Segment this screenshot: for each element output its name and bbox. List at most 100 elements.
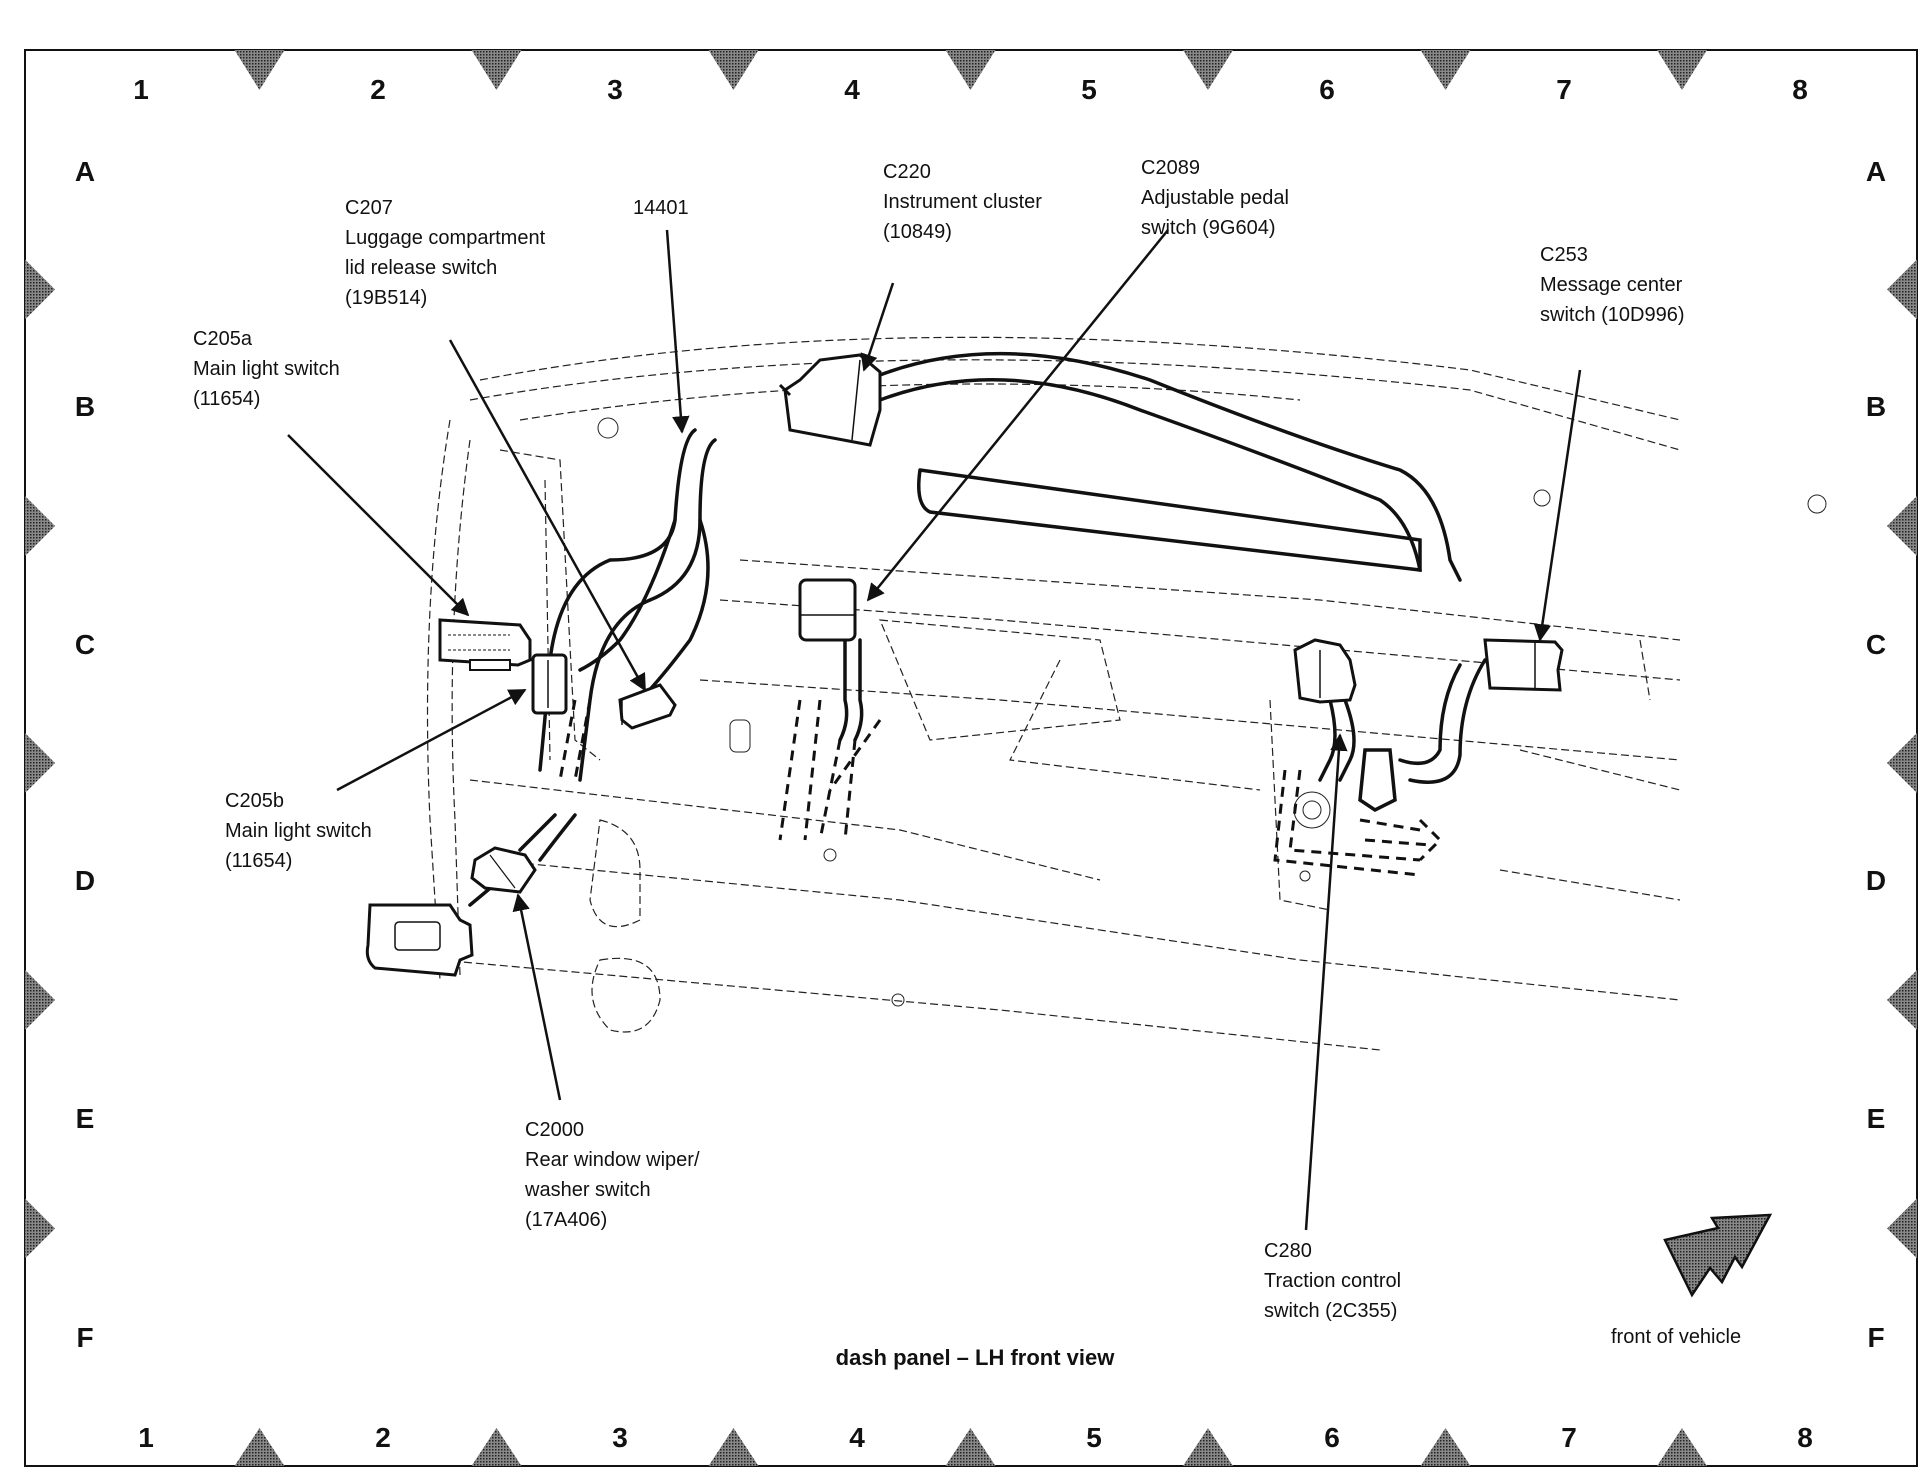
row-label-left-C: C xyxy=(74,629,96,660)
row-label-left-A: A xyxy=(74,156,96,187)
connector-id: C280 xyxy=(1264,1240,1312,1262)
leader-c207 xyxy=(448,339,647,692)
callout-c205b: C205b Main light switch (11654) xyxy=(225,786,372,876)
row-label-right-B: B xyxy=(1865,391,1887,422)
grid-marker-bottom xyxy=(471,1428,522,1466)
connector-id: C2089 xyxy=(1141,157,1200,179)
column-label-bottom-5: 5 xyxy=(1086,1422,1102,1453)
grid-marker-top xyxy=(1183,50,1233,90)
connector-c280[interactable] xyxy=(1293,638,1357,704)
grid-marker-right xyxy=(1887,733,1917,793)
column-label-bottom-3: 3 xyxy=(612,1422,628,1453)
connector-id: C220 xyxy=(883,161,931,183)
row-label-left-B: B xyxy=(74,391,96,422)
leader-c205a xyxy=(287,434,470,617)
callout-line: (17A406) xyxy=(525,1209,608,1231)
leader-c220 xyxy=(860,282,895,372)
grid-marker-bottom xyxy=(1657,1428,1707,1466)
grid-marker-right xyxy=(1887,1198,1917,1259)
callout-line: (10849) xyxy=(883,221,952,243)
grid-marker-right xyxy=(1887,259,1917,320)
connector-c253[interactable] xyxy=(1483,638,1564,692)
column-label-bottom-7: 7 xyxy=(1561,1422,1577,1453)
callout-line: lid release switch xyxy=(345,257,498,279)
connector-c220[interactable] xyxy=(778,353,882,447)
callout-c253: C253 Message center switch (10D996) xyxy=(1540,240,1685,330)
leader-14401 xyxy=(665,229,690,434)
connector-id: C253 xyxy=(1540,244,1588,266)
leader-c253 xyxy=(1533,369,1582,642)
hidden-harness-segments xyxy=(558,699,1443,877)
connector-c2089[interactable] xyxy=(798,578,857,642)
row-label-right-C: C xyxy=(1865,629,1887,660)
grid-marker-left xyxy=(25,733,55,793)
front-of-vehicle-arrow-icon xyxy=(1663,1213,1773,1298)
connector-id: C2000 xyxy=(525,1119,584,1141)
callout-c205a: C205a Main light switch (11654) xyxy=(193,324,340,414)
column-label-bottom-1: 1 xyxy=(138,1422,154,1453)
callout-line: (19B514) xyxy=(345,287,428,309)
row-label-left-F: F xyxy=(76,1322,94,1353)
connector-c205b[interactable] xyxy=(531,653,568,715)
connector-c207[interactable] xyxy=(618,683,677,730)
column-label-top-3: 3 xyxy=(607,74,623,105)
rear-wiper-washer-switch xyxy=(365,903,474,977)
column-label-bottom-2: 2 xyxy=(375,1422,391,1453)
dash-panel-outline xyxy=(426,336,1681,1051)
callout-c2089: C2089 Adjustable pedal switch (9G604) xyxy=(1141,153,1289,243)
column-label-bottom-6: 6 xyxy=(1324,1422,1340,1453)
connectors xyxy=(365,353,1564,977)
callout-line: Rear window wiper/ xyxy=(525,1149,700,1171)
row-label-right-D: D xyxy=(1865,865,1887,896)
callout-c2000: C2000 Rear window wiper/ washer switch (… xyxy=(525,1115,700,1235)
grid-marker-bottom xyxy=(234,1428,285,1466)
grid-marker-top xyxy=(1420,50,1471,90)
column-label-top-1: 1 xyxy=(133,74,149,105)
grid-marker-left xyxy=(25,259,55,320)
grid-marker-top xyxy=(471,50,522,90)
callout-line: Instrument cluster xyxy=(883,191,1042,213)
wiring-harness xyxy=(468,351,1487,907)
callout-line: Luggage compartment xyxy=(345,227,546,249)
column-label-top-4: 4 xyxy=(844,74,860,105)
leader-c280 xyxy=(1304,733,1348,1231)
row-label-right-A: A xyxy=(1865,156,1887,187)
callout-c220: C220 Instrument cluster (10849) xyxy=(883,157,1042,247)
grid-marker-right xyxy=(1887,496,1917,556)
callout-14401: 14401 xyxy=(633,193,689,223)
grid-marker-top xyxy=(234,50,285,90)
leader-c205b xyxy=(336,688,527,792)
callout-line: switch (2C355) xyxy=(1264,1300,1398,1322)
grid-marker-bottom xyxy=(945,1428,996,1466)
callout-c207: C207 Luggage compartment lid release swi… xyxy=(345,193,545,313)
column-label-top-6: 6 xyxy=(1319,74,1335,105)
column-label-bottom-4: 4 xyxy=(849,1422,865,1453)
callout-line: washer switch xyxy=(525,1179,651,1201)
grid-marker-top xyxy=(708,50,759,90)
figure-caption: dash panel – LH front view xyxy=(835,1345,1115,1370)
grid-marker-top xyxy=(945,50,996,90)
grid-marker-left xyxy=(25,496,55,556)
callout-c280: C280 Traction control switch (2C355) xyxy=(1264,1236,1401,1326)
column-label-top-8: 8 xyxy=(1792,74,1808,105)
grid-marker-bottom xyxy=(1183,1428,1233,1466)
grid-marker-bottom xyxy=(1420,1428,1471,1466)
grid-marker-bottom xyxy=(708,1428,759,1466)
harness-id: 14401 xyxy=(633,197,689,219)
column-label-top-5: 5 xyxy=(1081,74,1097,105)
callout-line: switch (10D996) xyxy=(1540,304,1685,326)
callout-line: (11654) xyxy=(193,388,261,410)
row-label-left-D: D xyxy=(74,865,96,896)
connector-id: C205b xyxy=(225,790,284,812)
leader-c2000 xyxy=(512,893,562,1101)
front-of-vehicle-label: front of vehicle xyxy=(1611,1326,1742,1348)
connector-c2000[interactable] xyxy=(470,846,537,894)
callout-line: Main light switch xyxy=(225,820,372,842)
callout-line: Message center xyxy=(1540,274,1683,296)
connector-c205a[interactable] xyxy=(438,618,532,671)
connector-id: C207 xyxy=(345,197,393,219)
callout-line: switch (9G604) xyxy=(1141,217,1276,239)
callout-line: Adjustable pedal xyxy=(1141,187,1289,209)
